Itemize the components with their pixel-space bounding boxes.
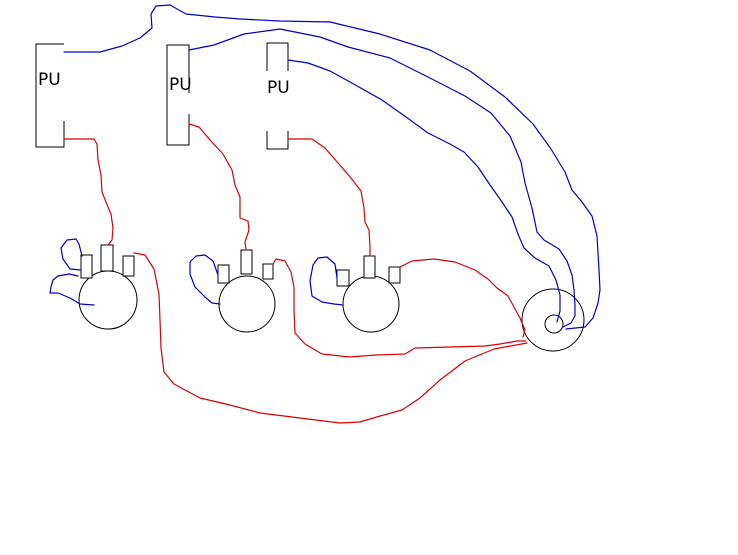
pot-1-lug-center	[100, 244, 114, 272]
pot-1	[78, 244, 138, 330]
pot-2-lug-left	[217, 264, 230, 284]
pickup-3-body	[266, 42, 289, 71]
pot-3-lug-left	[336, 269, 350, 287]
output-jack-center	[544, 314, 564, 334]
pickup-3-body-lower	[266, 131, 289, 150]
pickup-3-label: PU	[267, 78, 290, 98]
pot-2-lug-center	[240, 249, 253, 275]
pot-3	[336, 255, 401, 333]
pot-2	[217, 249, 276, 333]
ground-wire-pu1-to-jack	[63, 4, 601, 330]
hot-wire-pot1-to-jack	[133, 252, 528, 424]
output-jack	[521, 288, 585, 352]
pot-2-body	[218, 275, 276, 333]
pot-3-body	[342, 275, 400, 333]
pot-1-body	[78, 270, 138, 330]
ground-wire-pu3-to-jack	[287, 59, 561, 323]
pickup-1: PU	[35, 43, 65, 148]
pot-2-lug-right	[262, 263, 274, 280]
pot-1-lug-right	[122, 255, 135, 277]
hot-wires	[63, 123, 528, 424]
pickup-1-label: PU	[38, 70, 61, 90]
ground-wires	[49, 4, 601, 330]
pot-1-lug-left	[80, 254, 93, 279]
ground-wire-pot1-loop	[49, 238, 95, 306]
ground-wire-pu2-to-jack	[188, 28, 576, 328]
hot-wire-pu2-to-pot2	[188, 123, 250, 251]
pickup-1-body	[35, 43, 65, 148]
pot-3-lug-right	[388, 266, 401, 284]
hot-wire-pu3-to-pot3	[287, 138, 371, 257]
pickup-3: PU	[266, 42, 290, 150]
hot-wire-pot2-to-jack	[272, 258, 527, 358]
hot-wire-pot3-to-jack	[399, 258, 526, 338]
pickup-2-label: PU	[169, 75, 192, 95]
hot-wire-pu1-to-pot1	[63, 138, 114, 246]
pickup-2: PU	[166, 44, 192, 146]
ground-wire-pot3-loop	[309, 256, 344, 306]
pickup-2-body	[166, 44, 190, 146]
ground-wire-pot2-loop	[189, 254, 221, 305]
pot-3-lug-center	[363, 255, 376, 279]
